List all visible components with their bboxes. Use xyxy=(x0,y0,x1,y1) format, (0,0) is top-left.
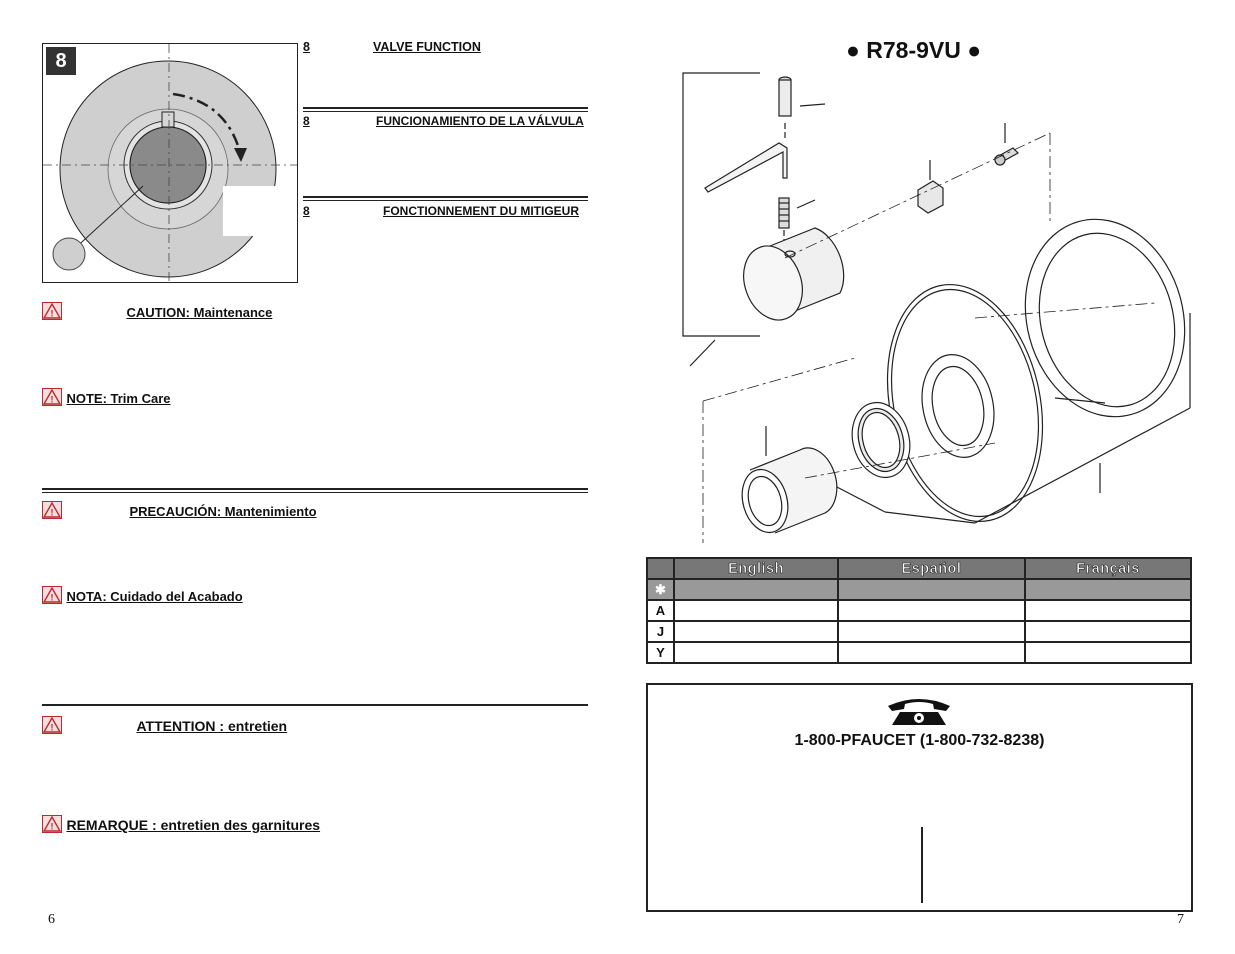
table-header-blank xyxy=(646,557,675,580)
parts-finish-table: English Español Français ✱ A J Y xyxy=(646,557,1192,664)
note-trim-care-fr: ! REMARQUE : entretien des garnitures xyxy=(42,815,320,835)
divider xyxy=(303,107,588,112)
table-cell xyxy=(837,578,1026,601)
row-key: A xyxy=(646,599,675,622)
svg-text:!: ! xyxy=(51,395,54,405)
divider xyxy=(921,827,923,903)
table-cell xyxy=(1024,641,1192,664)
warning-icon: ! xyxy=(42,815,62,833)
valve-rotation-illustration xyxy=(43,44,297,282)
model-title: ● R78-9VU ● xyxy=(846,37,982,63)
note-trim-care-es: ! NOTA: Cuidado del Acabado xyxy=(42,586,243,606)
table-row: J xyxy=(646,620,1192,643)
table-cell xyxy=(673,578,839,601)
table-cell xyxy=(837,599,1026,622)
warning-icon: ! xyxy=(42,586,62,604)
table-header-row: English Español Français xyxy=(646,557,1192,580)
table-cell xyxy=(673,620,839,643)
section-divider-es xyxy=(42,488,588,493)
step-badge: 8 xyxy=(46,47,76,75)
caution-maintenance-fr: ! ATTENTION : entretien xyxy=(42,716,287,736)
svg-text:!: ! xyxy=(51,508,54,518)
exploded-parts-diagram xyxy=(682,72,1191,543)
column-header-espanol: Español xyxy=(837,557,1026,580)
warning-icon: ! xyxy=(42,302,62,320)
table-cell xyxy=(837,620,1026,643)
svg-text:!: ! xyxy=(51,309,54,319)
section-divider-fr xyxy=(42,704,588,706)
telephone-icon xyxy=(888,699,950,725)
column-header-francais: Français xyxy=(1024,557,1192,580)
table-row: A xyxy=(646,599,1192,622)
caution-maintenance-es: ! PRECAUCIÓN: Mantenimiento xyxy=(42,501,317,521)
table-cell xyxy=(673,599,839,622)
note-trim-care-en: ! NOTE: Trim Care xyxy=(42,388,170,408)
column-header-english: English xyxy=(673,557,839,580)
svg-text:!: ! xyxy=(51,723,54,733)
phone-number: 1-800-PFAUCET (1-800-732-8238) xyxy=(794,732,1045,749)
table-row: ✱ xyxy=(646,578,1192,601)
svg-text:!: ! xyxy=(51,822,54,832)
row-key: Y xyxy=(646,641,675,664)
svg-text:!: ! xyxy=(51,593,54,603)
row-key: J xyxy=(646,620,675,643)
table-row: Y xyxy=(646,641,1192,664)
caution-maintenance-en: ! CAUTION: Maintenance xyxy=(42,302,332,322)
table-cell xyxy=(1024,620,1192,643)
page-number-left: 6 xyxy=(48,912,55,927)
row-key: ✱ xyxy=(646,578,675,601)
table-cell xyxy=(1024,578,1192,601)
table-cell xyxy=(837,641,1026,664)
warning-icon: ! xyxy=(42,501,62,519)
table-cell xyxy=(1024,599,1192,622)
warning-icon: ! xyxy=(42,716,62,734)
warning-icon: ! xyxy=(42,388,62,406)
page-number-right: 7 xyxy=(1177,912,1184,927)
step-8-figure: 8 xyxy=(42,43,298,283)
table-cell xyxy=(673,641,839,664)
customer-service-box: 1-800-PFAUCET (1-800-732-8238) xyxy=(646,683,1193,912)
divider xyxy=(303,196,588,201)
